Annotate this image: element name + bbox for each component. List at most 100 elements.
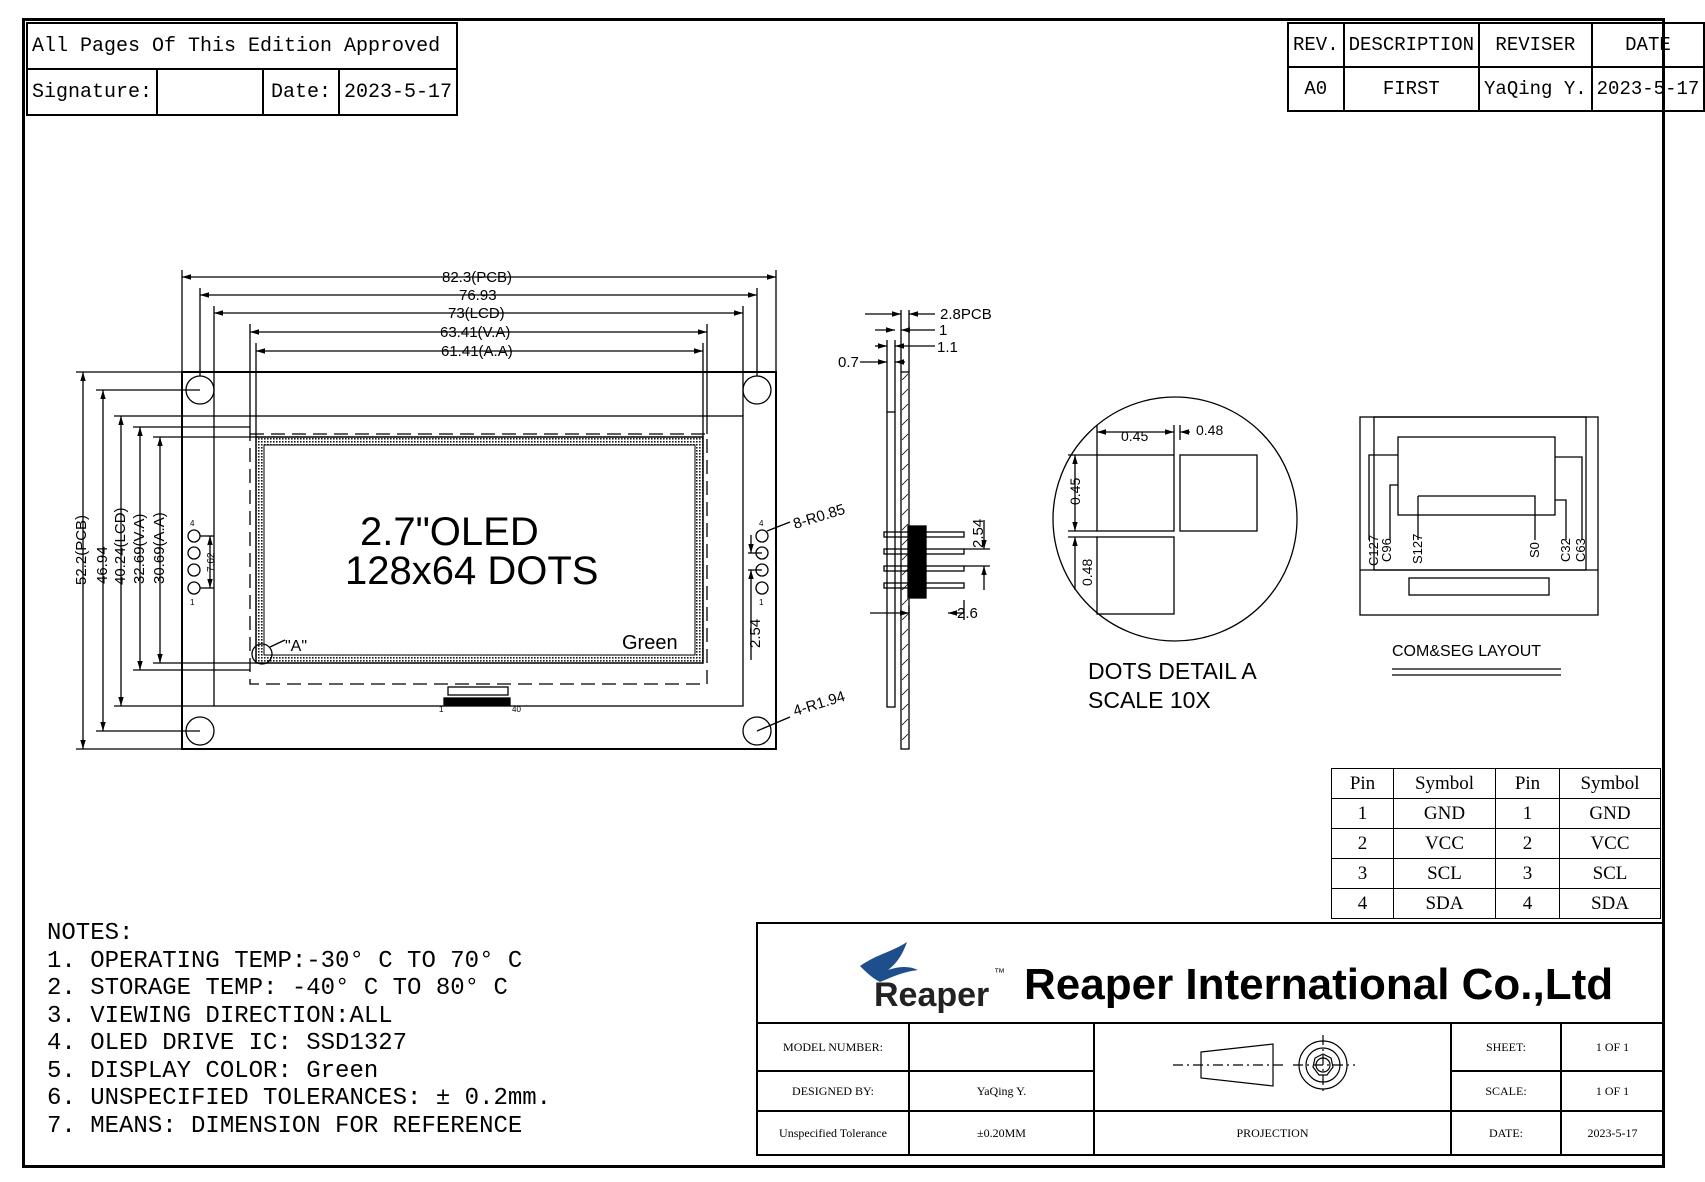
projection-symbol: [1093, 1022, 1452, 1112]
note-item: 6. UNSPECIFIED TOLERANCES: ± 0.2mm.: [47, 1085, 552, 1112]
dots-detail-title: DOTS DETAIL A: [1088, 658, 1257, 684]
left-pin-last: 4: [190, 519, 195, 528]
side-dim-pitch: 2.54: [970, 519, 987, 548]
dots-detail-scale: SCALE 10X: [1088, 687, 1211, 713]
side-dim-1-1: 1.1: [937, 339, 958, 356]
model-number-label: MODEL NUMBER:: [756, 1022, 910, 1072]
dim-height-lcd: 40.24(LCD): [112, 507, 129, 585]
fpc-connector: [443, 697, 511, 706]
com-seg-layout: [1359, 416, 1599, 676]
reviser-header: REVISER: [1478, 22, 1593, 68]
dim-width-aa: 61.41(A.A): [441, 343, 513, 360]
description-header: DESCRIPTION: [1342, 22, 1481, 68]
pcb-outline: [181, 371, 777, 750]
right-pin-first: 1: [759, 598, 764, 607]
display-line2: 128x64 DOTS: [345, 549, 598, 593]
reviser-value: YaQing Y.: [1478, 66, 1593, 112]
side-dim-thickness: 2.8PCB: [940, 306, 992, 323]
reaper-logo: Reaper ™: [860, 942, 1005, 1014]
logo-tm: ™: [994, 967, 1005, 979]
note-item: 2. STORAGE TEMP: -40° C TO 80° C: [47, 975, 508, 1002]
drawing-frame: [22, 18, 1665, 1168]
com-label-c96: C96: [1379, 538, 1394, 562]
symbol-cell: VCC: [1393, 828, 1496, 859]
dots-detail: [1052, 396, 1298, 642]
revision-block: REV. DESCRIPTION REVISER DATE A0 FIRST Y…: [1287, 22, 1705, 112]
symbol-cell: SCL: [1559, 858, 1661, 889]
side-dim-1: 1: [939, 322, 947, 339]
dim-height-va: 32.69(V.A): [131, 514, 148, 584]
left-pad-pitch: 7.62: [206, 552, 217, 572]
signature-label: Signature:: [25, 68, 159, 116]
tolerance-label: Unspecified Tolerance: [756, 1110, 910, 1156]
detail-a-callout: "A": [285, 638, 307, 655]
note-item: 7. MEANS: DIMENSION FOR REFERENCE: [47, 1112, 523, 1140]
color-label: Green: [622, 632, 678, 654]
com-label-c63: C63: [1573, 538, 1588, 562]
note-item: 5. DISPLAY COLOR: Green: [47, 1057, 379, 1085]
side-view: [860, 310, 990, 750]
designed-by-value: YaQing Y.: [908, 1070, 1095, 1112]
right-pin-last: 4: [759, 519, 764, 528]
rev-value: A0: [1287, 66, 1345, 112]
pin-cell: 4: [1331, 888, 1394, 919]
pin-cell: 2: [1495, 828, 1560, 859]
com-label-c127: C127: [1366, 535, 1381, 566]
scale-label: SCALE:: [1450, 1070, 1562, 1112]
symbol-header: Symbol: [1559, 768, 1661, 799]
right-pad-pitch: 2.54: [747, 619, 764, 648]
pin-cell: 3: [1495, 858, 1560, 889]
mounting-hole: [742, 716, 772, 746]
dim-width-lcd: 73(LCD): [448, 305, 505, 322]
dots-dim-top-a: 0.45: [1121, 428, 1148, 444]
pin-cell: 2: [1331, 828, 1394, 859]
rev-header: REV.: [1287, 22, 1345, 68]
symbol-cell: SCL: [1393, 858, 1496, 889]
designed-by-label: DESIGNED BY:: [756, 1070, 910, 1112]
symbol-cell: VCC: [1559, 828, 1661, 859]
table-row: 1 GND 1 GND: [1331, 798, 1661, 829]
pin-cell: 1: [1495, 798, 1560, 829]
fpc-first: 1: [439, 705, 444, 714]
description-value: FIRST: [1342, 66, 1481, 112]
note-item: 3. VIEWING DIRECTION:ALL: [47, 1002, 393, 1030]
title-block: MODEL NUMBER: SHEET: 1 OF 1 DESIGNED BY:…: [756, 1022, 1665, 1156]
date-label: DATE:: [1450, 1110, 1562, 1156]
hole-callout: 4-R1.94: [791, 688, 847, 720]
approval-block: All Pages Of This Edition Approved Signa…: [25, 22, 459, 116]
approval-date-value: 2023-5-17: [338, 68, 459, 116]
mounting-hole: [742, 375, 772, 405]
seg-label-s0: S0: [1527, 542, 1542, 558]
viewing-area: [249, 433, 708, 685]
dim-height-pcb: 52.2(PCB): [73, 515, 90, 585]
com-seg-title: COM&SEG LAYOUT: [1392, 643, 1541, 660]
front-view: [76, 270, 791, 750]
fpc-tail: [447, 686, 509, 696]
logo-text: Reaper: [874, 976, 989, 1014]
left-pin-first: 1: [190, 598, 195, 607]
pin-cell: 1: [1331, 798, 1394, 829]
table-row: 4 SDA 4 SDA: [1331, 888, 1661, 919]
fpc-last: 40: [512, 705, 521, 714]
pin-table: Pin Symbol Pin Symbol 1 GND 1 GND 2 VCC …: [1331, 768, 1661, 919]
symbol-cell: GND: [1393, 798, 1496, 829]
dim-width-pcb: 82.3(PCB): [442, 269, 512, 286]
scale-value: 1 OF 1: [1560, 1070, 1665, 1112]
dots-dim-left-a: 0.45: [1067, 478, 1083, 505]
pin-header: Pin: [1331, 768, 1394, 799]
pin-cell: 4: [1495, 888, 1560, 919]
side-dim-0-7: 0.7: [838, 354, 859, 371]
side-dim-pin: 2.6: [957, 605, 978, 622]
dim-width-holes: 76.93: [459, 287, 497, 304]
symbol-cell: GND: [1559, 798, 1661, 829]
sheet-label: SHEET:: [1450, 1022, 1562, 1072]
pin-cell: 3: [1331, 858, 1394, 889]
signature-value: [156, 68, 265, 116]
projection-icon: [1172, 1035, 1355, 1095]
tolerance-value: ±0.20MM: [908, 1110, 1095, 1156]
seg-label-s127: S127: [1410, 534, 1425, 564]
approval-title: All Pages Of This Edition Approved: [25, 22, 459, 70]
revision-date-value: 2023-5-17: [1590, 66, 1705, 112]
dim-height-holes: 46.94: [94, 546, 111, 584]
notes-title: NOTES:: [47, 920, 134, 947]
